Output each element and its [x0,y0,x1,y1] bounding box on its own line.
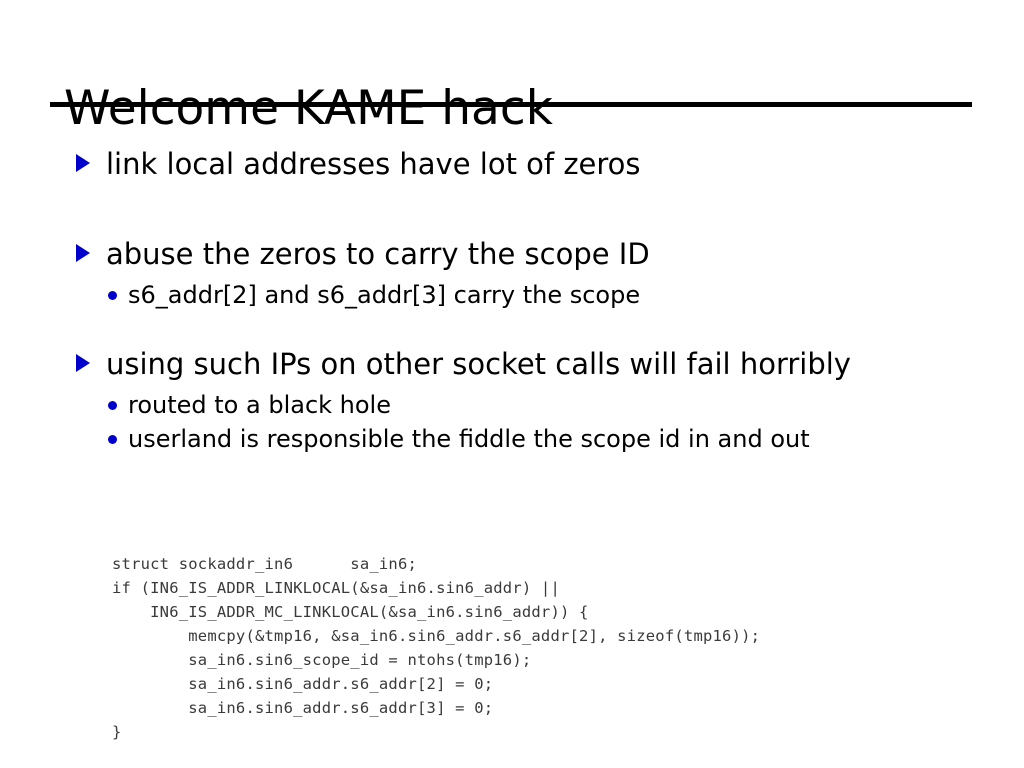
dot-bullet-icon [108,435,117,444]
bullet-item-level2: s6_addr[2] and s6_addr[3] carry the scop… [0,278,1024,312]
bullet-text: abuse the zeros to carry the scope ID [106,237,650,271]
bullet-text: routed to a black hole [128,391,391,419]
bullet-text: s6_addr[2] and s6_addr[3] carry the scop… [128,281,641,309]
slide-title: Welcome KAME hack [64,81,553,137]
bullet-text: using such IPs on other socket calls wil… [106,347,851,381]
title-underline-rule [50,102,972,107]
spacer [0,188,1024,230]
dot-bullet-icon [108,291,117,300]
bullet-item-level2: userland is responsible the fiddle the s… [0,422,1024,456]
bullet-item-level1: link local addresses have lot of zeros [0,140,1024,188]
triangle-bullet-icon [76,354,90,372]
bullet-text: userland is responsible the fiddle the s… [128,425,810,453]
spacer [0,312,1024,340]
bullet-text: link local addresses have lot of zeros [106,147,641,181]
code-snippet: struct sockaddr_in6 sa_in6; if (IN6_IS_A… [112,555,761,741]
bullet-item-level1: using such IPs on other socket calls wil… [0,340,1024,388]
triangle-bullet-icon [76,244,90,262]
triangle-bullet-icon [76,154,90,172]
dot-bullet-icon [108,401,117,410]
bullet-item-level2: routed to a black hole [0,388,1024,422]
bullet-item-level1: abuse the zeros to carry the scope ID [0,230,1024,278]
slide-body: link local addresses have lot of zeros a… [0,140,1024,456]
